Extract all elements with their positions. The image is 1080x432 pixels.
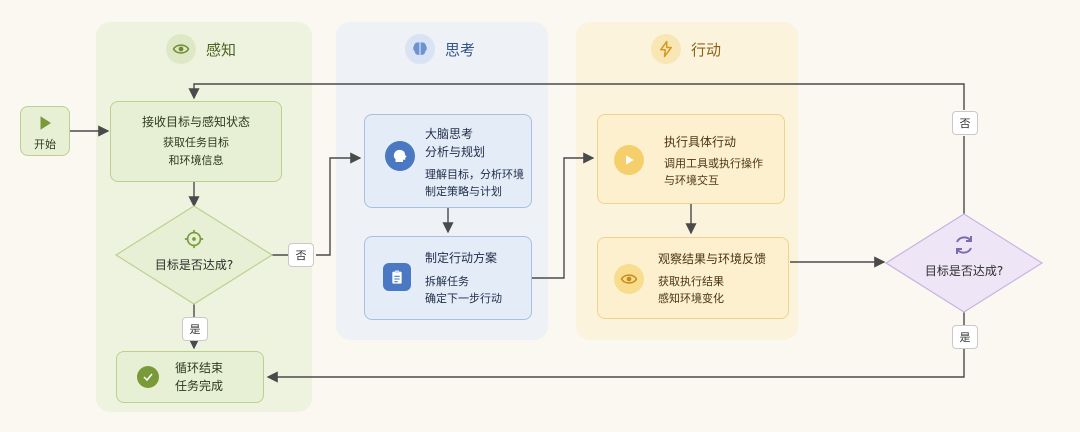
tag-yes-1: 是 [182,317,208,341]
end-box[interactable]: 循环结束 任务完成 [116,351,264,403]
lane-title-think: 思考 [445,40,476,59]
arrow-yes-end2 [266,346,965,383]
arrow-plan-exec [532,152,595,279]
decision-diamond-2 [884,213,1044,313]
exec-line2: 与环境交互 [664,174,719,187]
receive-line1: 获取任务目标 [163,136,229,149]
end-line2: 任务完成 [175,379,224,393]
observe-title: 观察结果与环境反馈 [658,252,767,266]
receive-box[interactable]: 接收目标与感知状态 获取任务目标 和环境信息 [110,101,282,182]
receive-line2: 和环境信息 [168,154,224,167]
exec-box[interactable]: 执行具体行动 调用工具或执行操作 与环境交互 [597,114,785,204]
eye-icon [614,264,644,294]
plan-line2: 确定下一步行动 [425,292,502,305]
receive-title: 接收目标与感知状态 [141,115,250,129]
tag-no-1: 否 [288,243,314,267]
decision-diamond-1 [114,205,274,305]
exec-title: 执行具体行动 [664,135,737,149]
observe-line2: 感知环境变化 [658,292,724,305]
lane-header-act: 行动 [651,34,721,64]
start-node[interactable]: 开始 [20,106,70,156]
start-label: 开始 [34,138,56,151]
lane-header-think: 思考 [405,34,475,64]
play-circle-icon [614,145,644,175]
arrow-loop-back [188,83,965,110]
head-icon [385,141,415,171]
lane-title-act: 行动 [691,40,722,59]
tag-yes-2: 是 [952,325,978,349]
think-line2: 制定策略与计划 [425,185,502,198]
plan-title: 制定行动方案 [425,251,498,265]
lane-title-perceive: 感知 [206,40,237,59]
check-circle-icon [137,366,159,388]
refresh-icon [956,236,972,254]
clipboard-icon [383,263,411,291]
end-line1: 循环结束 [175,361,224,375]
check1-label: 目标是否达成? [154,258,234,272]
plan-box[interactable]: 制定行动方案 拆解任务 确定下一步行动 [364,236,532,320]
think-title1: 大脑思考 [425,127,474,141]
check2-label: 目标是否达成? [924,264,1004,278]
tag-no-2: 否 [952,111,978,135]
lane-header-perceive: 感知 [166,34,236,64]
play-icon [40,116,51,130]
think-title2: 分析与规划 [425,145,486,159]
think-box[interactable]: 大脑思考 分析与规划 理解目标，分析环境 制定策略与计划 [364,114,532,208]
observe-line1: 获取执行结果 [658,275,724,288]
lightning-icon [651,34,681,64]
arrow-no-think [316,152,362,256]
target-icon [184,229,204,249]
exec-line1: 调用工具或执行操作 [664,157,763,170]
plan-line1: 拆解任务 [425,275,469,288]
brain-icon [405,34,435,64]
think-line1: 理解目标，分析环境 [425,168,524,181]
eye-icon [166,34,196,64]
observe-box[interactable]: 观察结果与环境反馈 获取执行结果 感知环境变化 [597,237,789,319]
